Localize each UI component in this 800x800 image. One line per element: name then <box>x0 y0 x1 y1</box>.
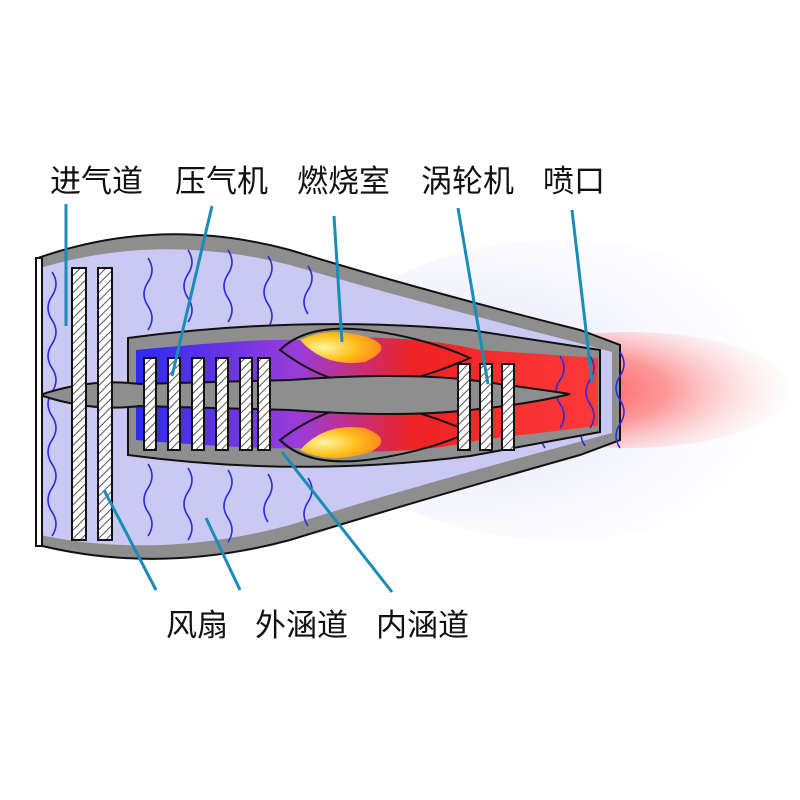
leader-line-compressor <box>170 205 214 377</box>
label-combustor: 燃烧室 <box>297 164 390 200</box>
label-inner-duct: 内涵道 <box>376 608 469 644</box>
compressor-stages <box>143 357 271 451</box>
leader-line-turbine <box>456 207 490 385</box>
fan-blades <box>71 267 113 541</box>
leader-lines <box>64 204 594 593</box>
label-turbine: 涡轮机 <box>421 164 514 200</box>
leader-line-combustor <box>332 215 344 343</box>
inlet-panel <box>35 257 43 547</box>
label-fan: 风扇 <box>166 608 228 644</box>
label-nozzle: 喷口 <box>543 164 605 200</box>
leader-line-fan <box>102 489 158 591</box>
flame-lower <box>300 426 382 459</box>
label-outer-bypass: 外涵道 <box>255 608 348 644</box>
label-inlet: 进气道 <box>50 164 143 200</box>
leader-line-outer-bypass <box>204 517 242 591</box>
flame-upper <box>300 331 382 364</box>
leader-line-inner-duct <box>280 451 394 593</box>
leader-line-nozzle <box>570 209 594 383</box>
turbine-stages <box>457 363 515 451</box>
label-compressor: 压气机 <box>175 164 268 200</box>
